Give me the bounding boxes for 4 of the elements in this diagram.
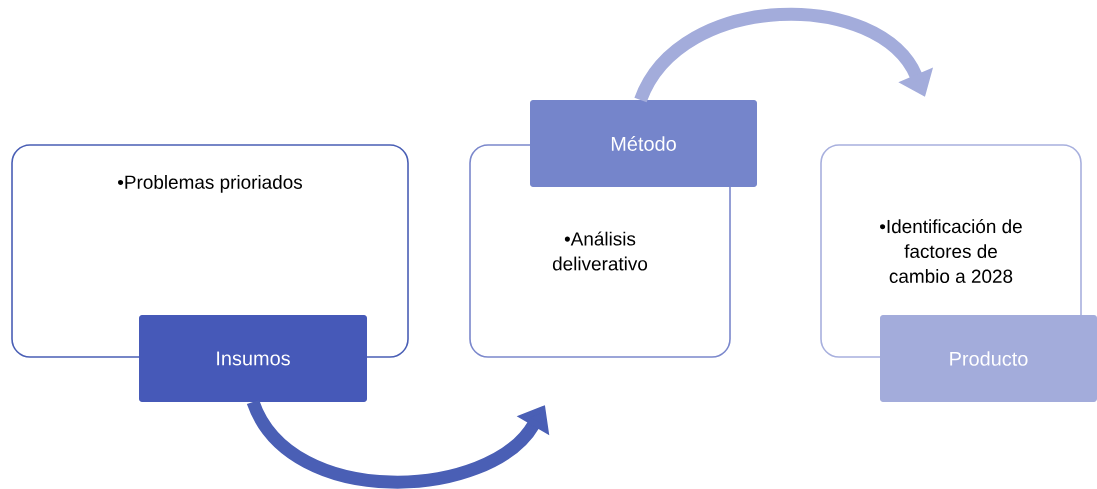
label-box: Insumos xyxy=(139,315,367,402)
label-box: Método xyxy=(530,100,757,187)
label-box: Producto xyxy=(880,315,1097,402)
curved-arrow xyxy=(634,8,934,103)
